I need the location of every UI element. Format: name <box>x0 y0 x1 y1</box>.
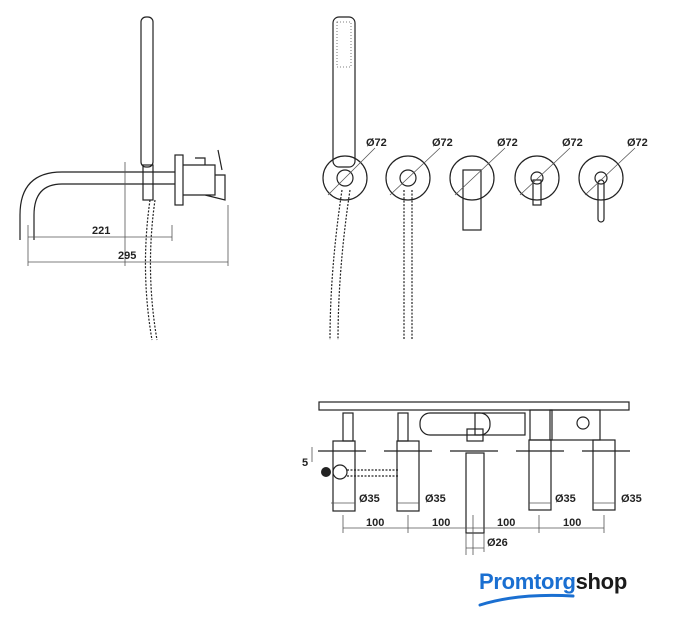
logo-swoosh-icon <box>478 593 575 607</box>
hose-side <box>144 199 158 341</box>
spout-diameter-label: Ø26 <box>487 537 508 549</box>
promtorgshop-logo: Promtorgshop <box>479 569 627 595</box>
hand-shower-front <box>332 16 356 168</box>
flange-offset-label: 5 <box>302 457 308 469</box>
rosette-diameter-label: Ø72 <box>366 137 387 149</box>
rosette-diameter-label: Ø72 <box>432 137 453 149</box>
rosette-diameter-label: Ø72 <box>562 137 583 149</box>
body-diameter-label: Ø35 <box>359 493 380 505</box>
spacing-label: 100 <box>432 517 450 529</box>
mounting-plate <box>318 401 630 411</box>
body-diameter-label: Ø35 <box>425 493 446 505</box>
hand-shower-side <box>140 16 154 168</box>
rosette-diameter-label: Ø72 <box>497 137 518 149</box>
hoses-front <box>329 189 413 341</box>
shower-holder <box>142 164 154 201</box>
rosette-diameter-label: Ø72 <box>627 137 648 149</box>
front-view: Ø72 Ø72 Ø72 Ø72 Ø72 <box>322 16 648 341</box>
body-diameter-label: Ø35 <box>621 493 642 505</box>
body-diameter-label: Ø35 <box>555 493 576 505</box>
hose-connector <box>321 467 331 477</box>
dim-spout-label: 221 <box>92 225 110 237</box>
dim-total-label: 295 <box>118 250 136 262</box>
spout-side <box>19 171 175 240</box>
logo-part-1: Promtorg <box>479 569 576 594</box>
mixer-body-side <box>183 149 226 201</box>
spacing-label: 100 <box>497 517 515 529</box>
bottom-view: 5 Ø35 Ø35 Ø35 Ø35 100 100 100 100 Ø26 <box>302 401 642 555</box>
spacing-label: 100 <box>563 517 581 529</box>
logo-part-2: shop <box>575 569 628 594</box>
side-view: 221 295 <box>19 16 229 341</box>
wall-plate <box>174 154 184 206</box>
spacing-label: 100 <box>366 517 384 529</box>
